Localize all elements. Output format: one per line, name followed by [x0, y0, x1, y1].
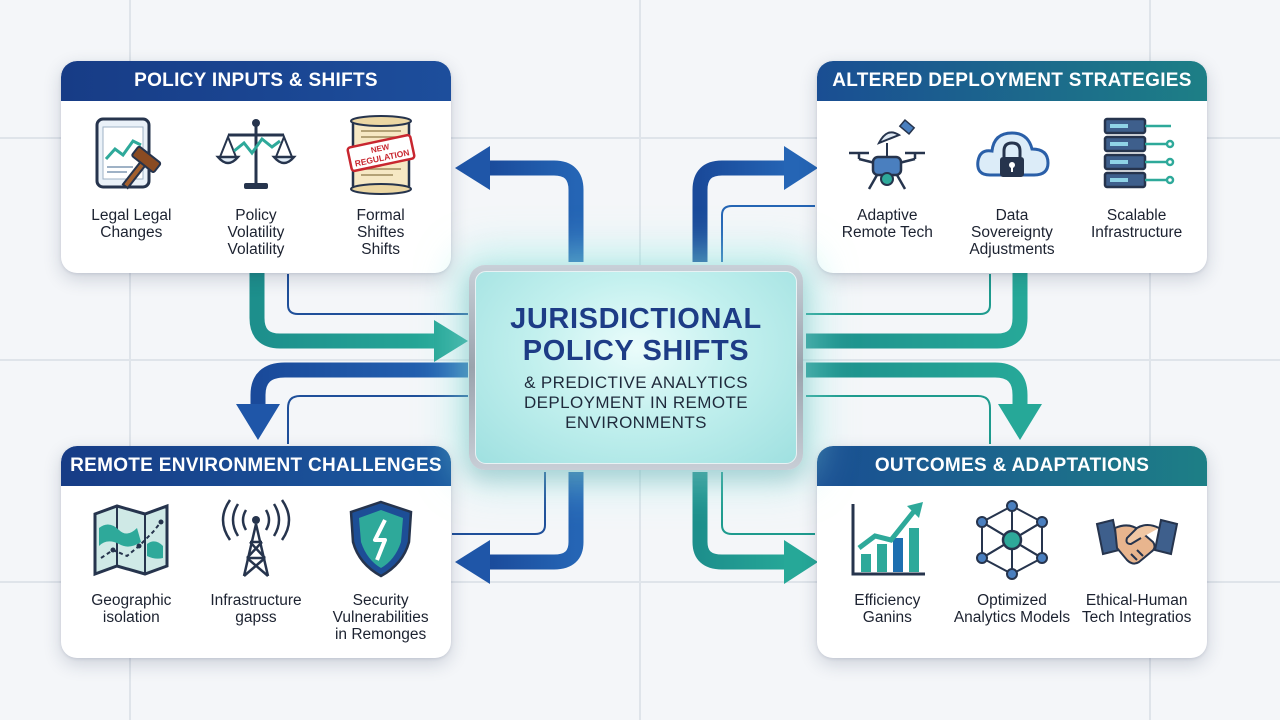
arrow-center-to-deployment — [692, 146, 818, 262]
arrow-center-to-policy — [455, 146, 584, 262]
item-ethical-human-tech: Ethical-Human Tech Integratios — [1077, 498, 1197, 626]
infrastructure-label-2: gapss — [235, 609, 277, 626]
scroll-stamp-icon: NEW REGULATION — [346, 115, 416, 195]
item-security-vulnerabilities: Security Vulnerabilities in Remonges — [321, 498, 441, 643]
adaptive-label-2: Remote Tech — [841, 224, 933, 241]
central-subtitle-line-3: ENVIRONMENTS — [565, 412, 707, 432]
item-formal-shifts: NEW REGULATION Formal Shiftes Shifts — [321, 113, 441, 258]
drone-antenna-icon — [849, 119, 926, 190]
outcomes-card: OUTCOMES & ADAPTATIONS Efficiency Ganins — [817, 446, 1207, 658]
item-adaptive-remote-tech: Adaptive Remote Tech — [827, 113, 947, 258]
central-title-line-1: JURISDICTIONAL — [510, 302, 762, 335]
policy-inputs-card: POLICY INPUTS & SHIFTS Legal Legal Chang… — [61, 61, 451, 273]
item-policy-volatility: Policy Volatility Volatility — [196, 113, 316, 258]
legal-changes-label-1: Legal Legal — [91, 207, 172, 224]
network-nodes-icon — [975, 500, 1048, 580]
geographic-label-2: isolation — [102, 609, 160, 626]
security-label-2: Vulnerabilities — [332, 609, 429, 626]
sovereignty-label-1: Data — [995, 207, 1029, 224]
infrastructure-label-1: Infrastructure — [210, 592, 302, 609]
policy-inputs-title: POLICY INPUTS & SHIFTS — [61, 61, 451, 101]
server-rack-icon — [1103, 117, 1174, 189]
efficiency-label-1: Efficiency — [854, 592, 921, 609]
arrow-policy-to-center — [249, 272, 468, 362]
arrow-center-to-challenges — [236, 362, 468, 444]
arrow-deployment-to-center — [806, 272, 1028, 349]
central-subtitle-line-2: DEPLOYMENT IN REMOTE — [524, 392, 748, 412]
central-subtitle: & PREDICTIVE ANALYTICS DEPLOYMENT IN REM… — [524, 373, 748, 433]
central-topic-box: JURISDICTIONAL POLICY SHIFTS & PREDICTIV… — [469, 265, 803, 470]
deployment-strategies-card: ALTERED DEPLOYMENT STRATEGIES — [817, 61, 1207, 273]
sovereignty-label-3: Adjustments — [969, 241, 1055, 258]
central-title: JURISDICTIONAL POLICY SHIFTS — [510, 303, 762, 367]
outcomes-title: OUTCOMES & ADAPTATIONS — [817, 446, 1207, 486]
item-efficiency-gains: Efficiency Ganins — [827, 498, 947, 626]
deployment-strategies-title: ALTERED DEPLOYMENT STRATEGIES — [817, 61, 1207, 101]
item-legal-changes: Legal Legal Changes — [71, 113, 191, 258]
scalable-label-1: Scalable — [1106, 207, 1167, 224]
stamp-text-1: NEW — [370, 142, 391, 155]
shield-crack-icon — [349, 500, 412, 578]
arrow-center-to-outcomes — [806, 362, 1042, 444]
item-geographic-isolation: Geographic isolation — [71, 498, 191, 643]
sovereignty-label-2: Sovereignty — [971, 224, 1053, 241]
formal-shifts-label-1: Formal — [356, 207, 405, 224]
remote-challenges-title: REMOTE ENVIRONMENT CHALLENGES — [61, 446, 451, 486]
remote-challenges-card: REMOTE ENVIRONMENT CHALLENGES Geographic… — [61, 446, 451, 658]
efficiency-label-2: Ganins — [862, 609, 912, 626]
policy-volatility-label-2: Volatility — [227, 224, 285, 241]
policy-volatility-label-3: Volatility — [227, 241, 285, 258]
formal-shifts-label-2: Shiftes — [356, 224, 405, 241]
security-label-1: Security — [352, 592, 409, 609]
scales-chart-icon — [215, 119, 297, 189]
tablet-gavel-icon — [95, 117, 162, 190]
central-title-line-2: POLICY SHIFTS — [522, 334, 750, 367]
ethical-label-1: Ethical-Human — [1085, 592, 1188, 609]
cloud-lock-icon — [976, 131, 1050, 177]
arrow-center-to-challenges-lower — [452, 472, 584, 584]
folded-map-icon — [93, 503, 169, 577]
item-scalable-infrastructure: Scalable Infrastructure — [1077, 113, 1197, 258]
central-subtitle-line-1: & PREDICTIVE ANALYTICS — [524, 372, 748, 392]
adaptive-label-1: Adaptive — [857, 207, 918, 224]
item-infrastructure-gaps: Infrastructure gapss — [196, 498, 316, 643]
handshake-icon — [1095, 518, 1178, 565]
security-label-3: in Remonges — [334, 626, 427, 643]
arrow-center-to-outcomes-lower — [692, 472, 818, 584]
formal-shifts-label-3: Shifts — [361, 241, 401, 258]
growth-chart-icon — [851, 502, 926, 576]
item-optimized-models: Optimized Analytics Models — [952, 498, 1072, 626]
policy-volatility-label-1: Policy — [235, 207, 277, 224]
item-data-sovereignty: Data Sovereignty Adjustments — [952, 113, 1072, 258]
optimized-label-2: Analytics Models — [953, 609, 1071, 626]
radio-tower-icon — [221, 499, 291, 577]
legal-changes-label-2: Changes — [100, 224, 163, 241]
scalable-label-2: Infrastructure — [1090, 224, 1183, 241]
optimized-label-1: Optimized — [977, 592, 1047, 609]
ethical-label-2: Tech Integratios — [1081, 609, 1192, 626]
geographic-label-1: Geographic — [91, 592, 172, 609]
